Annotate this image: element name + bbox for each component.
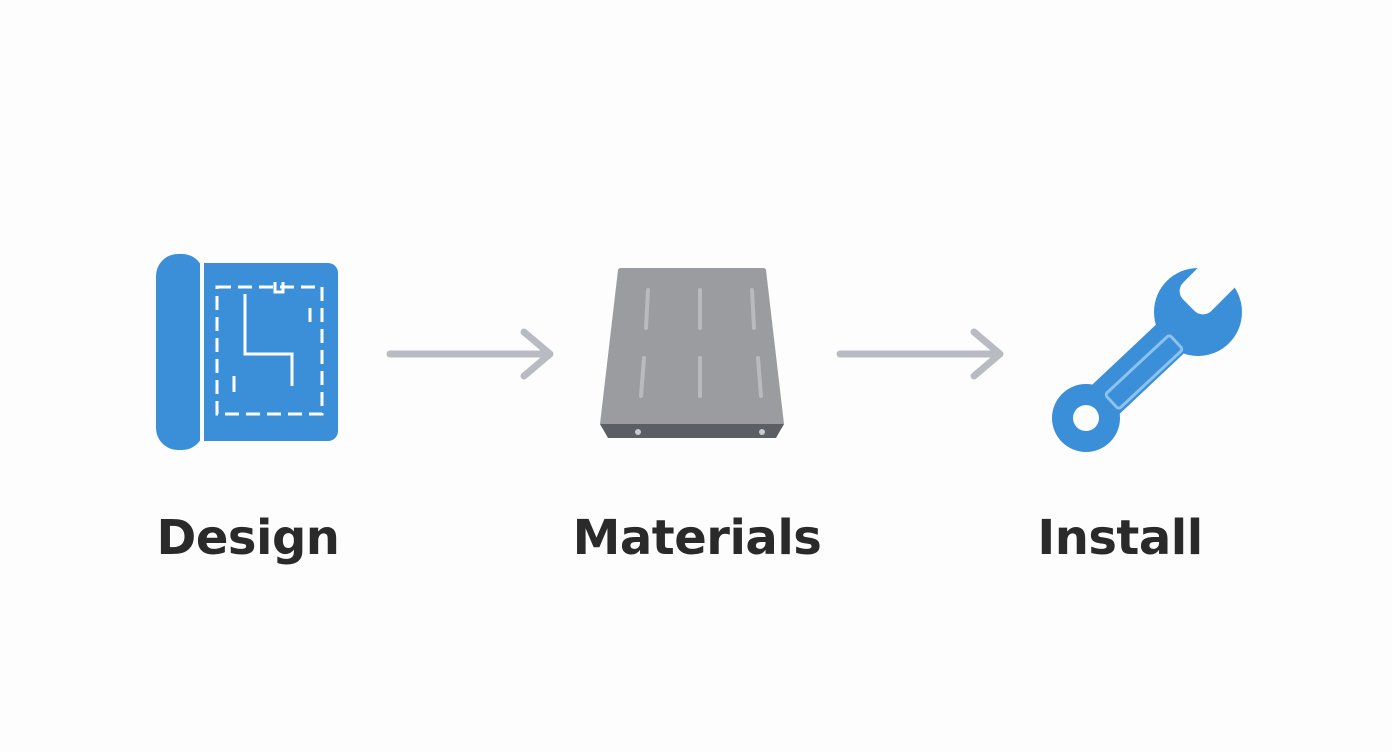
arrow-right-icon (836, 328, 1004, 380)
step-label-design: Design (156, 510, 340, 566)
arrow-right-icon (386, 328, 554, 380)
step-label-install: Install (1037, 510, 1203, 566)
blueprint-icon (156, 254, 338, 450)
wrench-icon (1052, 256, 1242, 452)
step-label-materials: Materials (572, 510, 822, 566)
panel-icon (600, 268, 784, 438)
